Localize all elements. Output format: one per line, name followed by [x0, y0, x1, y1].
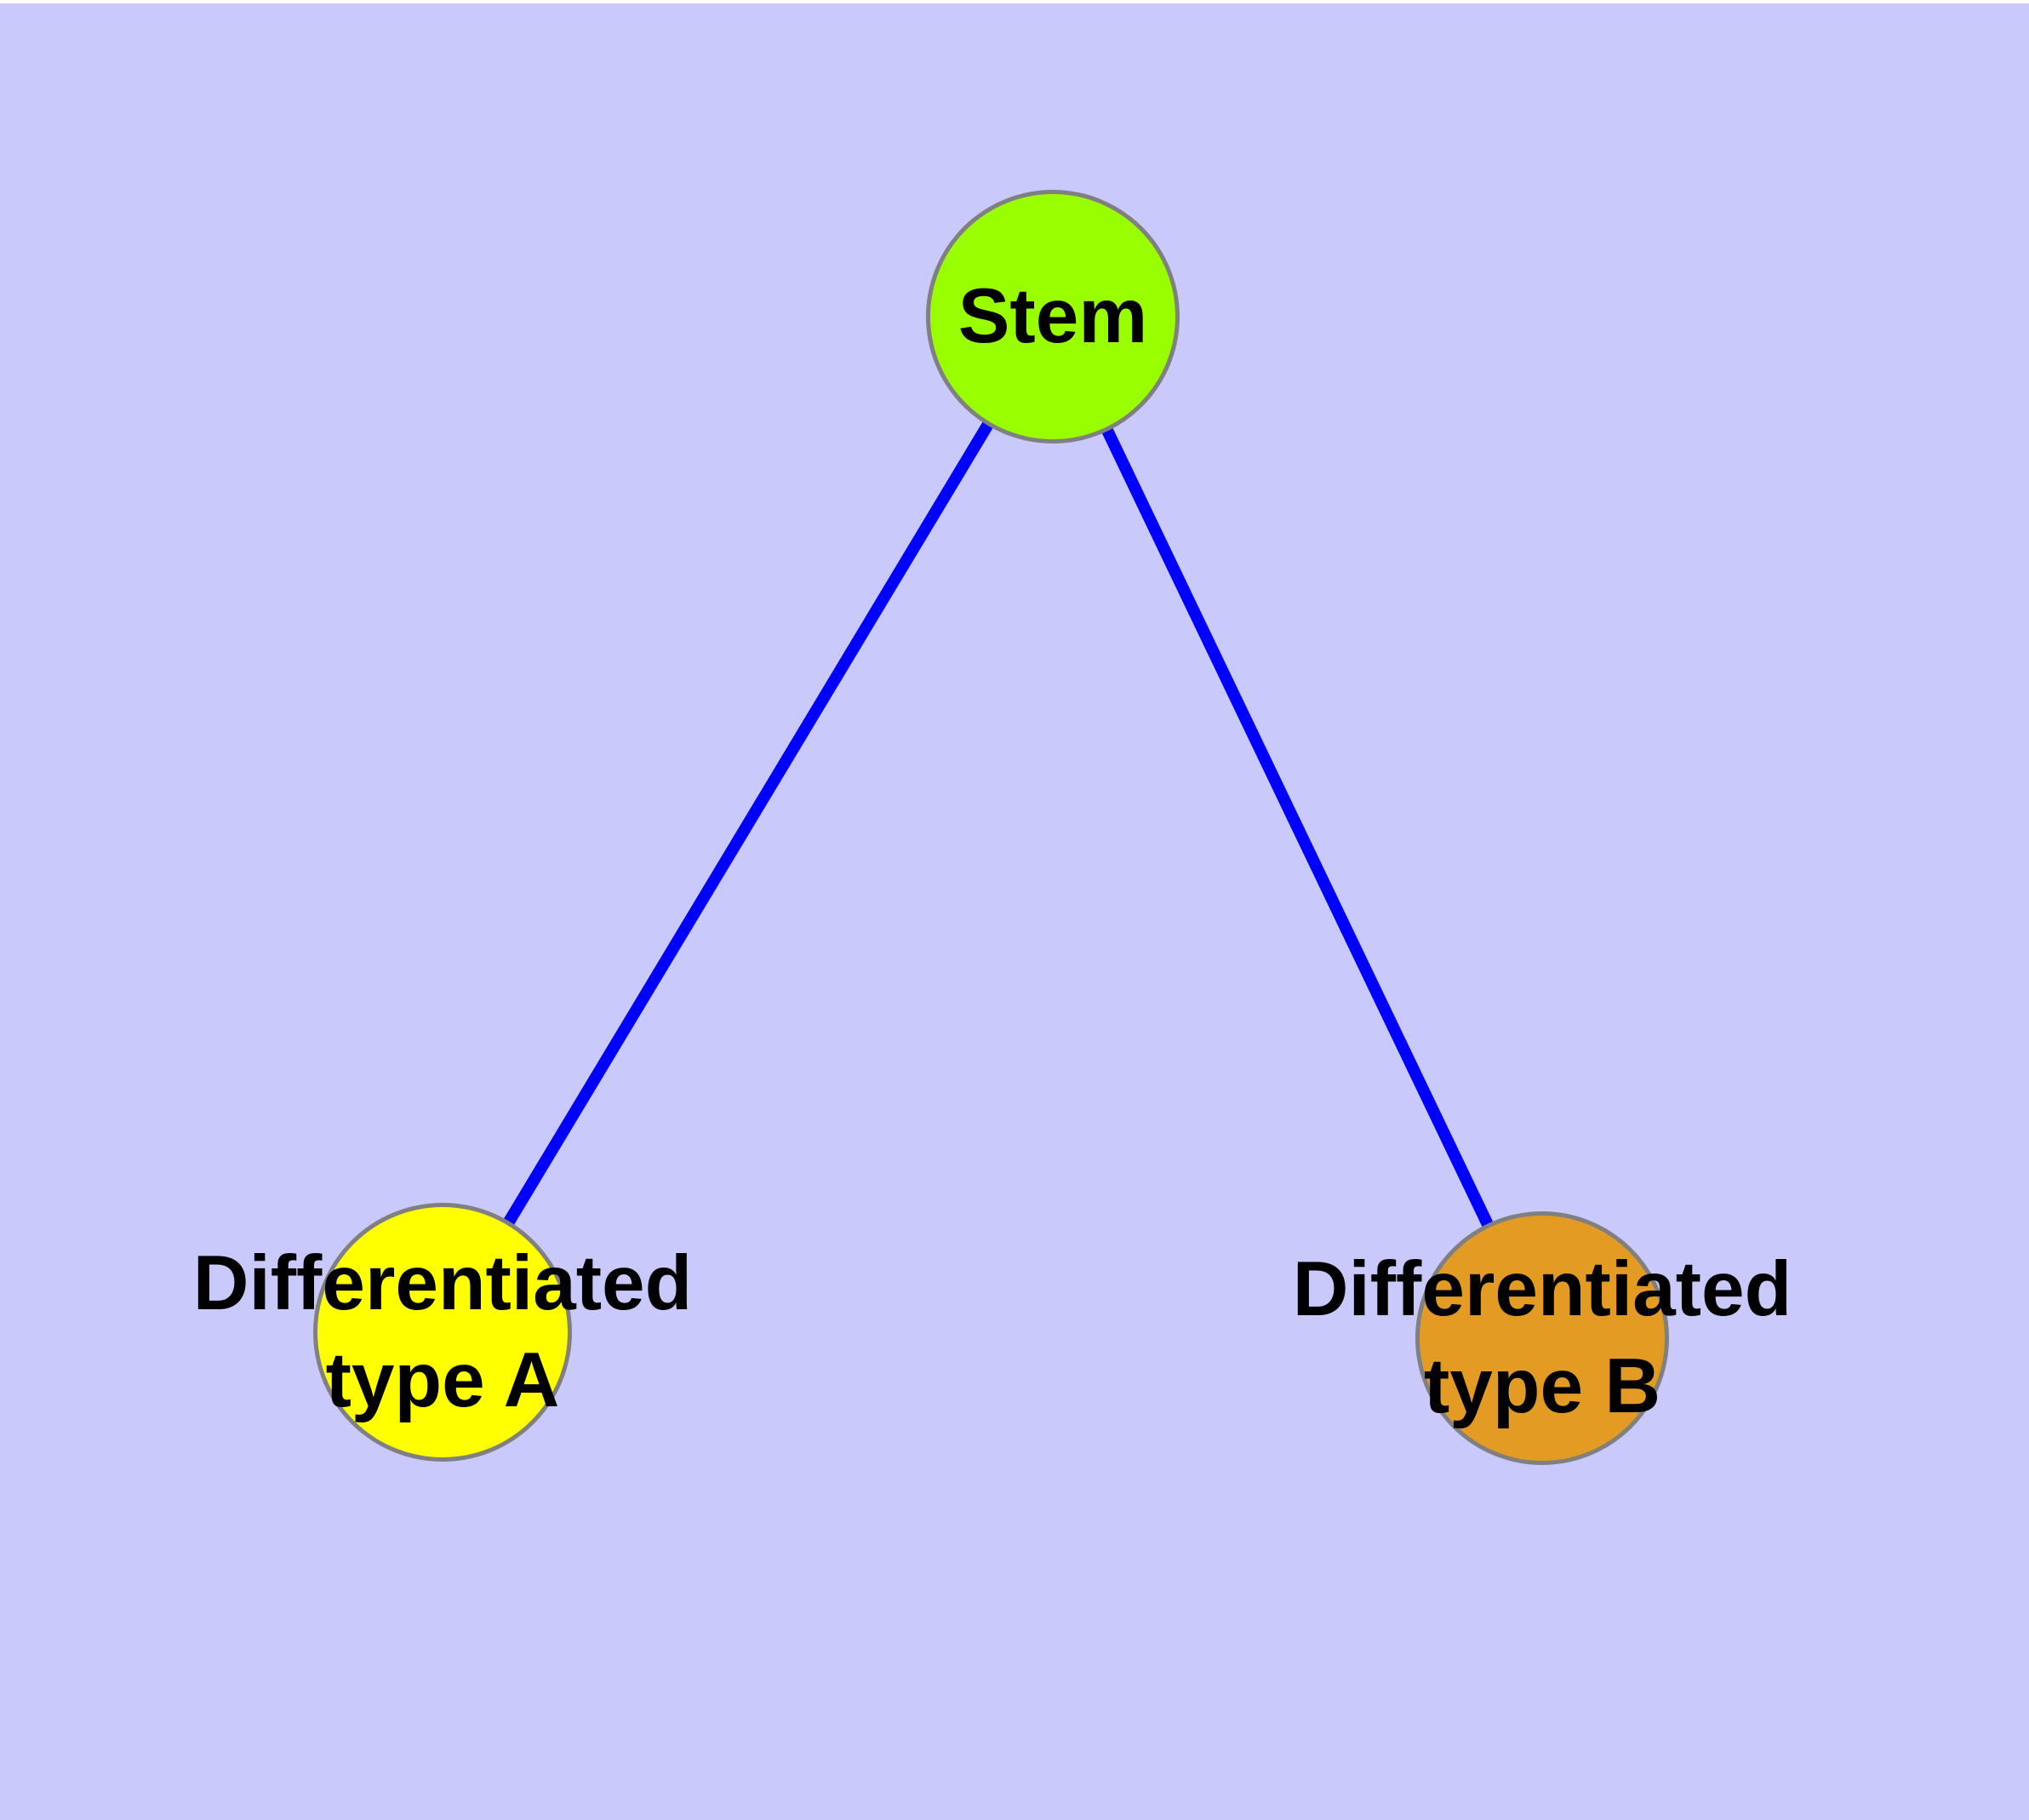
top-margin-strip: [0, 0, 2029, 3]
node-type-b: [1415, 1211, 1669, 1465]
node-type-a: [313, 1203, 572, 1462]
node-stem: [926, 190, 1180, 444]
edge-stem-type-a: [437, 313, 1058, 1336]
edge-stem-type-b: [1047, 313, 1548, 1342]
